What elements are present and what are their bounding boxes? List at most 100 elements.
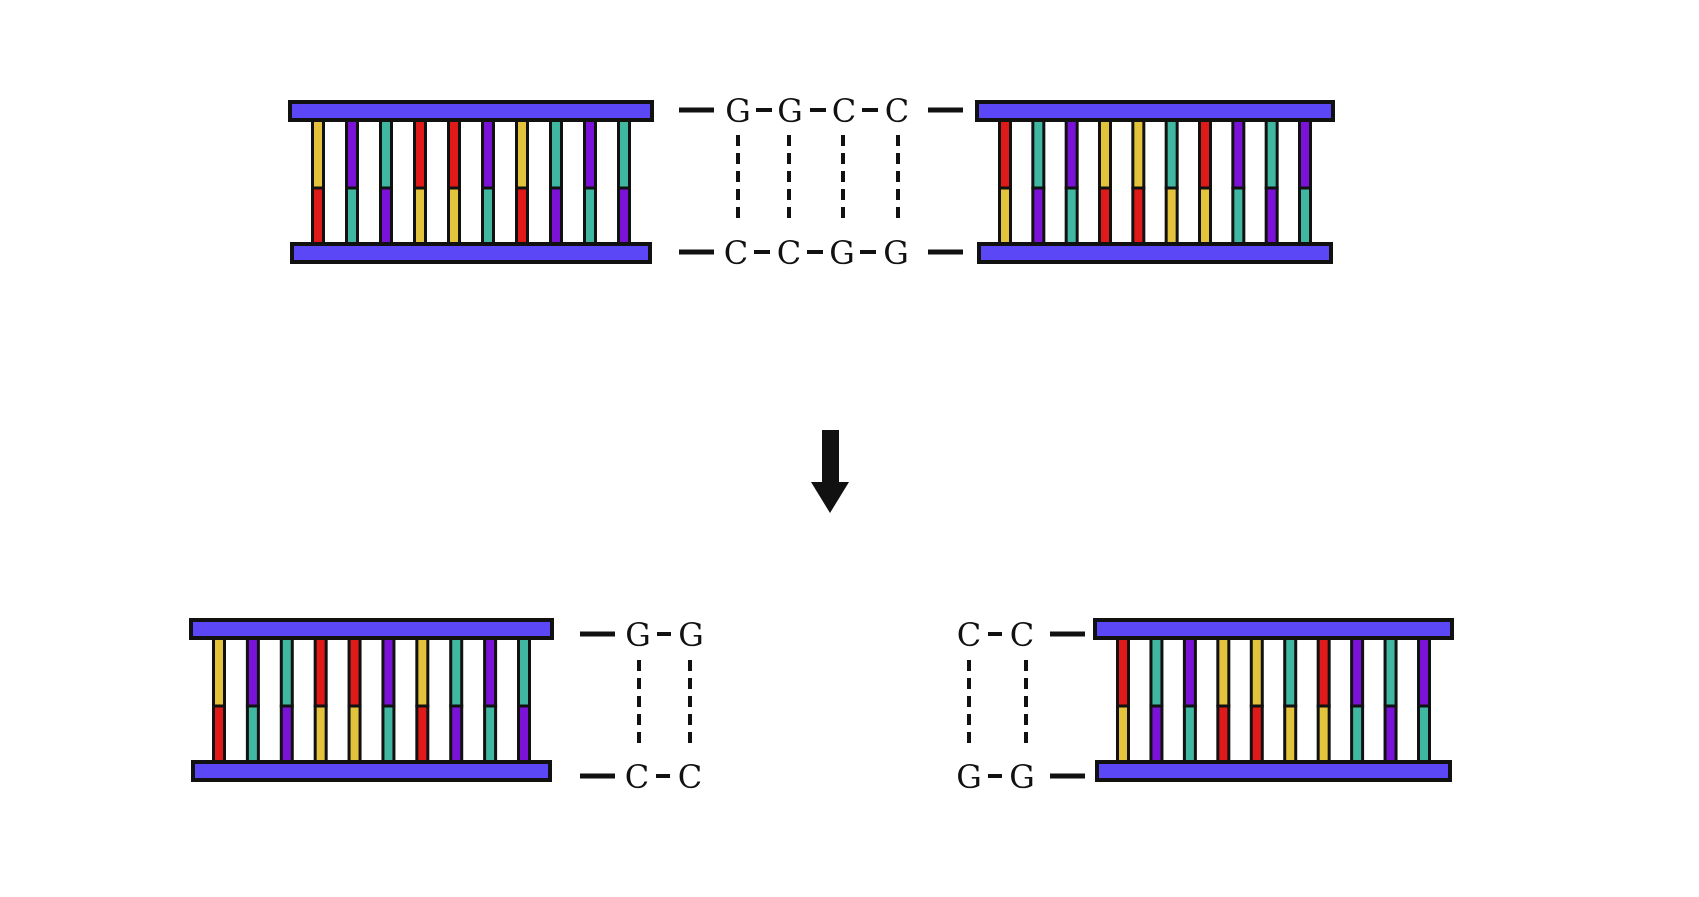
base-pair-top: [1116, 634, 1130, 708]
left-fragment-helix: [189, 618, 554, 782]
left-helix: [288, 100, 654, 264]
base-label: C: [957, 616, 981, 654]
base-pair-top: [998, 116, 1012, 190]
base-pair-bottom: [517, 704, 531, 766]
base-pair-top: [279, 634, 294, 708]
base-pair-top: [1131, 116, 1146, 190]
base-label: G: [725, 92, 751, 130]
base-pair-bottom: [1198, 186, 1212, 248]
base-pair-bottom: [483, 704, 498, 766]
base-pair-bottom: [1064, 186, 1079, 248]
backbone-top: [1093, 618, 1454, 640]
backbone-bottom: [191, 760, 552, 782]
base-pair-top: [1383, 634, 1398, 708]
base-label: C: [885, 92, 909, 130]
base-pair-bottom: [447, 186, 461, 248]
base-pair-top: [311, 116, 325, 190]
base-pair-bottom: [1182, 704, 1197, 766]
right-fragment-helix: [1093, 618, 1454, 782]
base-pair-top: [481, 116, 495, 190]
base-pair-bottom: [1298, 186, 1312, 248]
base-pair-bottom: [313, 704, 328, 766]
right-fragment: C C G G: [956, 616, 1454, 796]
base-pair-top: [1064, 116, 1079, 190]
base-pair-top: [1417, 634, 1431, 708]
backbone-top: [975, 100, 1335, 122]
base-label: G: [1009, 758, 1035, 796]
base-pair-top: [1283, 634, 1298, 708]
base-pair-bottom: [1116, 704, 1130, 766]
base-pair-top: [413, 116, 427, 190]
base-pair-top: [381, 634, 396, 708]
base-pair-bottom: [381, 704, 396, 766]
base-pair-bottom: [549, 186, 563, 248]
base-label: G: [678, 616, 704, 654]
base-pair-bottom: [279, 704, 294, 766]
backbone-bottom: [1095, 760, 1452, 782]
backbone-top: [288, 100, 654, 122]
base-label: C: [625, 758, 649, 796]
backbone-top: [189, 618, 554, 640]
base-pair-top: [1164, 116, 1179, 190]
base-pair-bottom: [617, 186, 631, 248]
base-pair-top: [212, 634, 226, 708]
base-label: C: [1010, 616, 1034, 654]
base-pair-bottom: [212, 704, 226, 766]
base-pair-top: [1098, 116, 1112, 190]
base-pair-top: [449, 634, 464, 708]
base-pair-bottom: [1216, 704, 1231, 766]
base-pair-bottom: [413, 186, 427, 248]
base-pair-top: [1316, 634, 1331, 708]
intact-dna: G G C C C C G G: [288, 92, 1335, 272]
base-pair-top: [379, 116, 393, 190]
base-pair-top: [313, 634, 328, 708]
base-pair-bottom: [379, 186, 393, 248]
right-helix: [975, 100, 1335, 264]
down-arrow-icon: [811, 430, 849, 513]
base-label: G: [883, 234, 909, 272]
base-pair-top: [1149, 634, 1164, 708]
base-pair-bottom: [1164, 186, 1179, 248]
base-pair-top: [1249, 634, 1264, 708]
base-pair-bottom: [1149, 704, 1164, 766]
base-pair-bottom: [583, 186, 597, 248]
left-fragment: G G C C: [189, 616, 704, 796]
base-pair-top: [1198, 116, 1212, 190]
base-pair-bottom: [245, 704, 260, 766]
base-pair-bottom: [481, 186, 495, 248]
base-pair-top: [347, 634, 362, 708]
base-pair-top: [1298, 116, 1312, 190]
base-pair-bottom: [311, 186, 325, 248]
base-pair-top: [1182, 634, 1197, 708]
base-pair-bottom: [1316, 704, 1331, 766]
backbone-bottom: [977, 242, 1333, 264]
base-label: C: [777, 234, 801, 272]
base-pair-top: [517, 634, 531, 708]
base-pair-top: [1031, 116, 1046, 190]
base-pair-top: [245, 634, 260, 708]
base-pair-top: [483, 634, 498, 708]
base-pair-top: [583, 116, 597, 190]
base-pair-bottom: [1264, 186, 1279, 248]
base-pair-top: [1350, 634, 1365, 708]
base-pair-top: [415, 634, 430, 708]
backbone-bottom: [290, 242, 652, 264]
base-label: G: [777, 92, 803, 130]
base-pair-bottom: [347, 704, 362, 766]
base-pair-bottom: [345, 186, 359, 248]
base-pair-top: [515, 116, 529, 190]
base-pair-bottom: [515, 186, 529, 248]
base-pair-bottom: [1283, 704, 1298, 766]
base-pair-top: [1216, 634, 1231, 708]
base-pair-bottom: [415, 704, 430, 766]
base-pair-top: [1264, 116, 1279, 190]
base-pair-bottom: [1249, 704, 1264, 766]
base-pair-bottom: [1031, 186, 1046, 248]
base-pair-bottom: [1383, 704, 1398, 766]
base-pair-bottom: [1231, 186, 1246, 248]
base-pair-bottom: [1098, 186, 1112, 248]
base-pair-bottom: [1131, 186, 1146, 248]
base-pair-top: [345, 116, 359, 190]
base-pair-top: [617, 116, 631, 190]
